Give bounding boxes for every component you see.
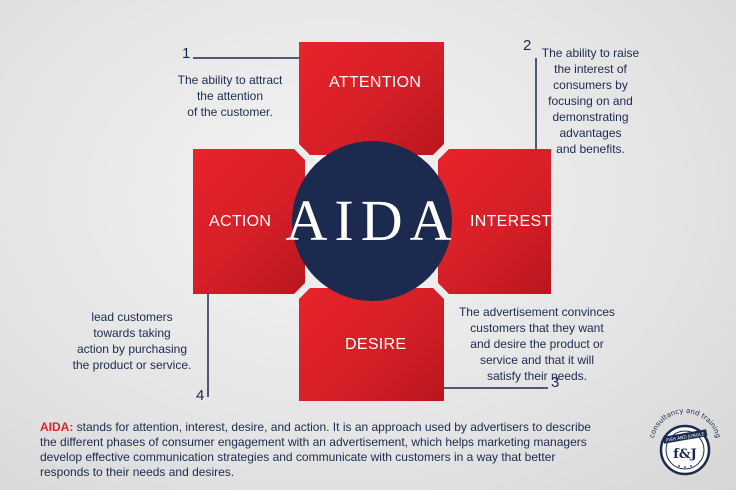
desire-block: DESIRE (299, 288, 444, 401)
definition-text: stands for attention, interest, desire, … (40, 420, 591, 479)
logo-monogram: f&J (673, 447, 696, 462)
attention-label: ATTENTION (329, 74, 422, 91)
action-block: ACTION (193, 149, 305, 294)
attention-description: The ability to attract the attention of … (177, 73, 283, 119)
step-number-4: 4 (196, 387, 205, 404)
step-number-2: 2 (523, 37, 532, 54)
desire-label: DESIRE (345, 336, 407, 353)
step-number-1: 1 (182, 45, 191, 62)
interest-block: INTEREST (438, 149, 551, 294)
interest-description: The ability to raise the interest of con… (541, 46, 640, 156)
aida-definition: AIDA: stands for attention, interest, de… (40, 420, 600, 480)
action-description: lead customers towards taking action by … (72, 310, 192, 372)
step-number-3: 3 (551, 374, 560, 391)
desire-description: The advertisement convinces customers th… (458, 305, 616, 383)
definition-term: AIDA: (40, 420, 74, 434)
interest-label: INTEREST (470, 213, 552, 230)
action-label: ACTION (209, 213, 272, 230)
fish-and-jungle-logo: consultancy and training FISH AND JUNGLE… (648, 407, 722, 476)
center-title: AIDA (285, 188, 459, 253)
center-circle: AIDA (286, 141, 452, 301)
attention-block: ATTENTION (299, 42, 444, 155)
